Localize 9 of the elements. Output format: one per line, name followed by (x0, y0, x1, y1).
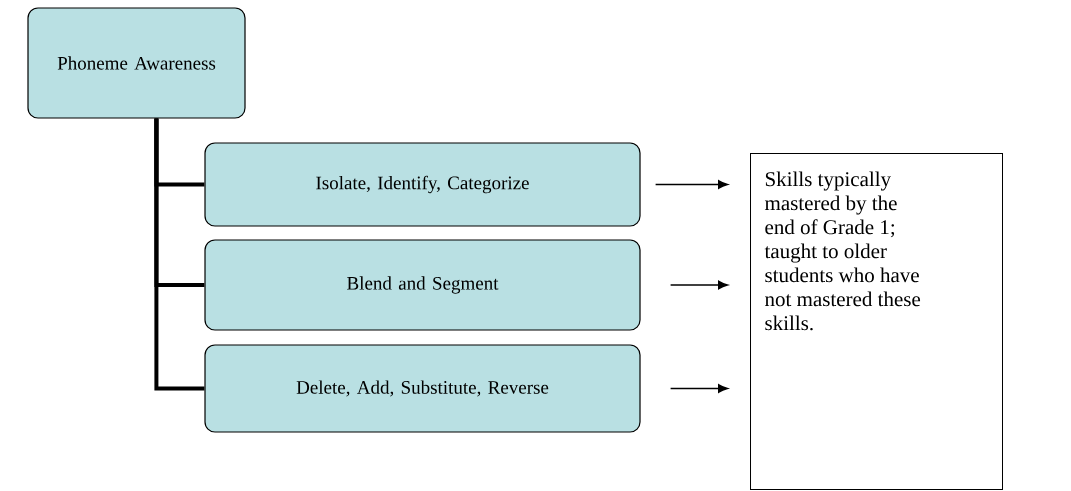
process-box: Delete, Add, Substitute, Reverse (204, 344, 641, 433)
text-box: Skills typically mastered by the end of Grade 1; taught to older students who have not mastered these skills. (750, 153, 1003, 490)
process-box: Isolate, Identify, Categorize (204, 142, 641, 227)
process-box: Blend and Segment (204, 239, 641, 331)
arrow (669, 280, 728, 290)
arrow (654, 180, 728, 189)
arrow (669, 384, 728, 393)
connector-line (154, 118, 205, 391)
process-box: Phoneme Awareness (27, 7, 246, 119)
